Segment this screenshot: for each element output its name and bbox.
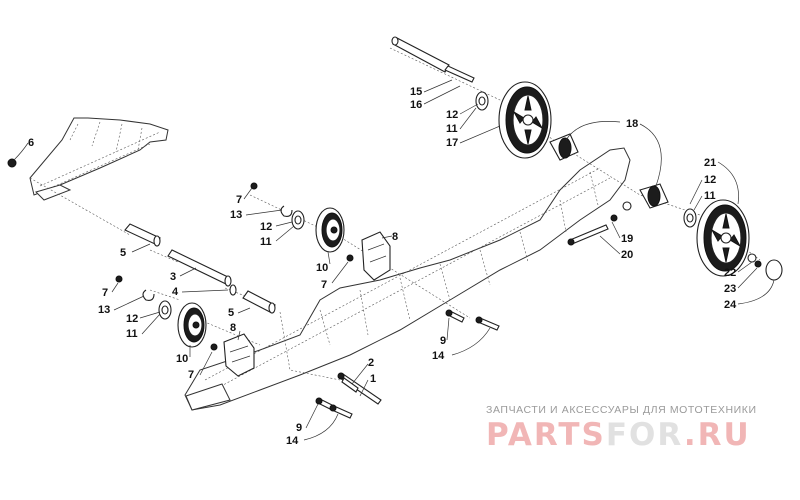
callout-14-low: 14 [286,435,299,447]
callout-22: 22 [724,267,736,279]
rear-shaft-spacer-5 [242,290,276,314]
callout-24: 24 [724,299,737,311]
assembly-lines [29,47,761,381]
bracket-8-upper [361,231,391,281]
front-shaft-spacer-5 [124,223,161,247]
washer-4 [229,284,237,296]
callouts: 6 5 3 4 5 7 13 12 11 10 7 8 7 13 12 11 1 [13,79,775,447]
bearing-11-upper [291,210,305,230]
idler-wheel-17 [498,81,552,159]
callout-5-upper: 5 [120,247,126,259]
callout-8-upper: 8 [392,231,398,243]
bolt-head-7-low [210,343,218,351]
bracket-8-lower [223,333,255,377]
callout-12-upper: 12 [260,221,272,233]
bearing-11-right [683,208,697,228]
callout-11-right: 11 [704,190,716,202]
callout-11-upper: 11 [260,236,272,248]
watermark-brand: PARTSFOR.RU [486,418,786,452]
wheel-10-lower [177,302,207,348]
callout-7-upper: 7 [236,194,242,206]
idler-wheel-21 [696,199,750,277]
callout-4: 4 [172,286,179,298]
callout-21: 21 [704,157,716,169]
callout-8-lower: 8 [230,322,236,334]
watermark-brand-part3: .RU [683,417,751,453]
bolt-head-7-upper [250,182,258,190]
callout-23: 23 [724,283,736,295]
callout-19: 19 [621,233,633,245]
bolts-1-2 [337,372,382,405]
callout-7-lower: 7 [188,369,194,381]
callout-7-mid: 7 [321,279,327,291]
callout-2: 2 [368,357,374,369]
callout-9-low: 9 [296,422,302,434]
axle-end-parts [747,253,783,281]
hub-18-left [549,133,579,161]
watermark-tagline: ЗАПЧАСТИ И АКСЕССУАРЫ ДЛЯ МОТОТЕХНИКИ [486,404,757,416]
callout-5-lower: 5 [228,307,234,319]
bearing-11-top [475,91,489,111]
callout-13-lower: 13 [98,304,110,316]
snap-ring-13-upper [280,205,293,217]
right-rail [184,147,631,411]
hub-18-right [639,183,669,209]
bolt-9-14-mid [445,309,500,331]
bolt-head-7-lower [115,275,123,283]
washer-19 [610,201,632,222]
callout-10-lower: 10 [176,353,188,365]
callout-14-mid: 14 [432,350,445,362]
callout-12-lower: 12 [126,313,138,325]
bolt-9-14-low [315,397,353,419]
callout-1: 1 [370,373,376,385]
callout-3: 3 [170,271,176,283]
watermark: ЗАПЧАСТИ И АКСЕССУАРЫ ДЛЯ МОТОТЕХНИКИ PA… [486,404,786,452]
callout-10-upper: 10 [316,262,328,274]
wheel-10-upper [315,207,345,253]
bolt-head-7-mid [346,254,354,262]
callout-15: 15 [410,86,422,98]
callout-11-top: 11 [446,123,458,135]
callout-20: 20 [621,249,633,261]
callout-17: 17 [446,137,458,149]
bolt-20 [567,224,609,246]
callout-7-lower-left: 7 [102,287,108,299]
callout-12-top: 12 [446,109,458,121]
nut-6 [7,158,17,168]
callout-16: 16 [410,99,422,111]
callout-18: 18 [626,118,638,130]
left-rail-front [29,117,169,201]
watermark-brand-part2: FOR [605,417,684,453]
callout-12-right: 12 [704,174,716,186]
callout-6: 6 [28,137,34,149]
callout-13-upper: 13 [230,209,242,221]
axle-3 [167,249,232,287]
watermark-brand-part1: PARTS [486,417,606,453]
callout-11-lower: 11 [126,328,138,340]
idler-shaft-15 [391,36,475,83]
callout-9-mid: 9 [440,335,446,347]
bearing-11-lower [158,300,172,320]
snap-ring-13-lower [142,289,155,301]
